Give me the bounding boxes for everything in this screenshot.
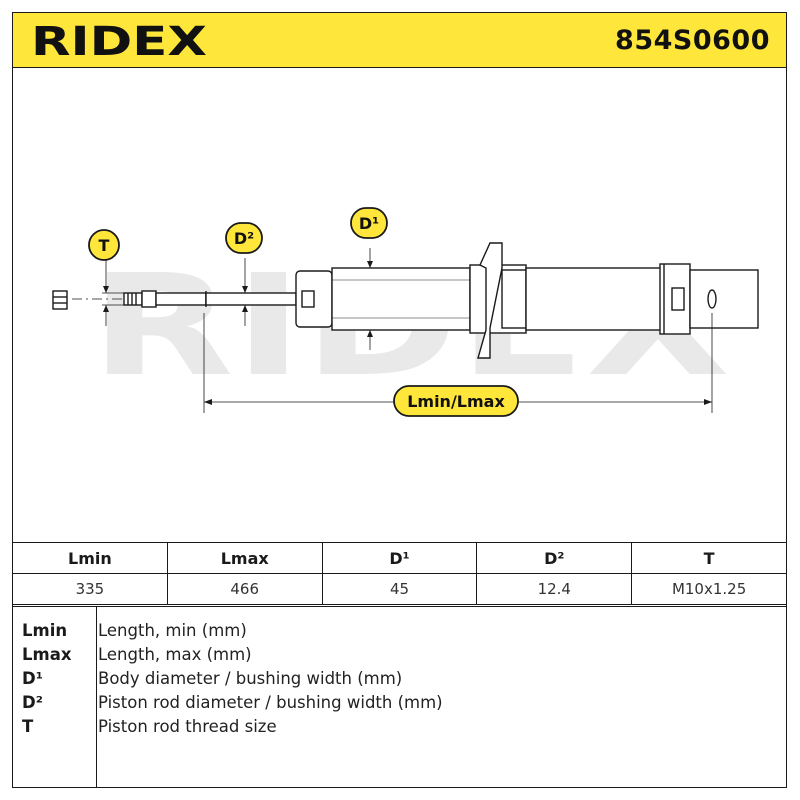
spec-value-t: M10x1.25 [631, 573, 787, 605]
spec-value-lmax: 466 [166, 573, 323, 605]
callout-d1-label: D¹ [359, 214, 379, 233]
legend-description: Length, min (mm) [98, 621, 247, 640]
legend-code: Lmin [22, 621, 68, 640]
legend: Lmin Length, min (mm) Lmax Length, max (… [12, 606, 787, 788]
legend-description: Length, max (mm) [98, 645, 252, 664]
legend-code: D² [22, 693, 43, 712]
spec-header-d1: D¹ [321, 542, 478, 574]
shock-absorber-diagram: RIDEX [52, 207, 759, 417]
spec-table: Lmin Lmax D¹ D² T 335 466 45 12.4 M10x1.… [12, 542, 787, 605]
spec-value-d2: 12.4 [476, 573, 633, 605]
callout-length: Lmin/Lmax [393, 385, 519, 417]
legend-description: Piston rod thread size [98, 717, 277, 736]
legend-code: D¹ [22, 669, 43, 688]
spec-header-t: T [631, 542, 787, 574]
callout-t: T [88, 229, 120, 261]
spec-header-lmin: Lmin [12, 542, 168, 574]
spec-table-value-row: 335 466 45 12.4 M10x1.25 [12, 573, 787, 605]
callout-t-label: T [99, 236, 110, 255]
legend-code: Lmax [22, 645, 72, 664]
spec-header-lmax: Lmax [166, 542, 323, 574]
spec-table-header-row: Lmin Lmax D¹ D² T [12, 542, 787, 574]
legend-description: Piston rod diameter / bushing width (mm) [98, 693, 443, 712]
svg-text:RIDEX: RIDEX [31, 22, 207, 60]
nut-icon [52, 290, 68, 310]
callout-d2-label: D² [234, 229, 254, 248]
header-bar: RIDEX 854S0600 [12, 12, 787, 68]
callout-d2: D² [225, 222, 263, 254]
ridex-logo: RIDEX [31, 22, 207, 60]
legend-description: Body diameter / bushing width (mm) [98, 669, 403, 688]
spec-value-lmin: 335 [12, 573, 168, 605]
spec-value-d1: 45 [321, 573, 478, 605]
spec-header-d2: D² [476, 542, 633, 574]
part-number: 854S0600 [615, 25, 770, 56]
legend-code: T [22, 717, 34, 736]
callout-d1: D¹ [350, 207, 388, 239]
shock-body [295, 242, 759, 359]
legend-divider [96, 607, 97, 787]
piston-rod [123, 290, 297, 308]
callout-length-label: Lmin/Lmax [407, 392, 505, 411]
